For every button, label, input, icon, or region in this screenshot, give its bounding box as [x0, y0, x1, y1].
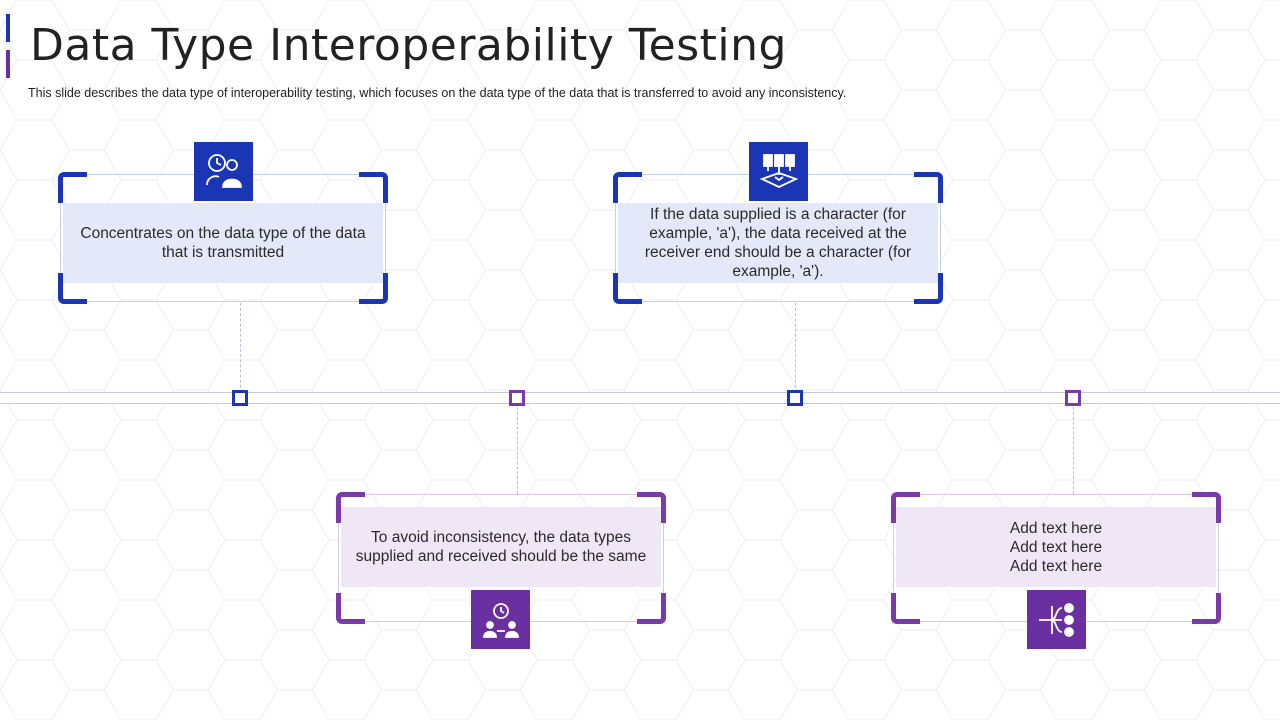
connector-line-1 [240, 303, 241, 393]
info-card-2: To avoid inconsistency, the data types s… [336, 492, 666, 624]
card-corner [58, 273, 87, 304]
connector-line-4 [1073, 402, 1074, 494]
card-corner [637, 492, 666, 523]
card-text: If the data supplied is a character (for… [618, 203, 938, 283]
meeting-clock-icon [471, 590, 530, 649]
connector-line-3 [795, 303, 796, 393]
timeline-node-3 [787, 390, 803, 406]
connector-line-2 [517, 402, 518, 494]
card-corner [1192, 593, 1221, 624]
card-corner [914, 172, 943, 203]
user-clock-icon [194, 142, 253, 201]
card-corner [613, 172, 642, 203]
card-corner [891, 492, 920, 523]
timeline-node-1 [232, 390, 248, 406]
card-corner [58, 172, 87, 203]
card-text: To avoid inconsistency, the data types s… [341, 507, 661, 587]
timeline-node-4 [1065, 390, 1081, 406]
timeline-bar [0, 392, 1280, 404]
info-card-3: If the data supplied is a character (for… [613, 172, 943, 304]
card-text: Add text here Add text here Add text her… [896, 507, 1216, 587]
card-corner [359, 273, 388, 304]
card-text: Concentrates on the data type of the dat… [63, 203, 383, 283]
timeline-node-2 [509, 390, 525, 406]
card-corner [1192, 492, 1221, 523]
card-corner [336, 593, 365, 624]
card-corner [914, 273, 943, 304]
title-accent-bar-purple [6, 50, 10, 78]
info-card-1: Concentrates on the data type of the dat… [58, 172, 388, 304]
title-accent-bar-blue [6, 14, 10, 42]
documents-inbox-icon [749, 142, 808, 201]
card-corner [613, 273, 642, 304]
page-subtitle: This slide describes the data type of in… [28, 86, 847, 100]
card-corner [637, 593, 666, 624]
network-users-icon [1027, 590, 1086, 649]
card-corner [891, 593, 920, 624]
page-title: Data Type Interoperability Testing [30, 20, 787, 71]
card-corner [336, 492, 365, 523]
card-corner [359, 172, 388, 203]
